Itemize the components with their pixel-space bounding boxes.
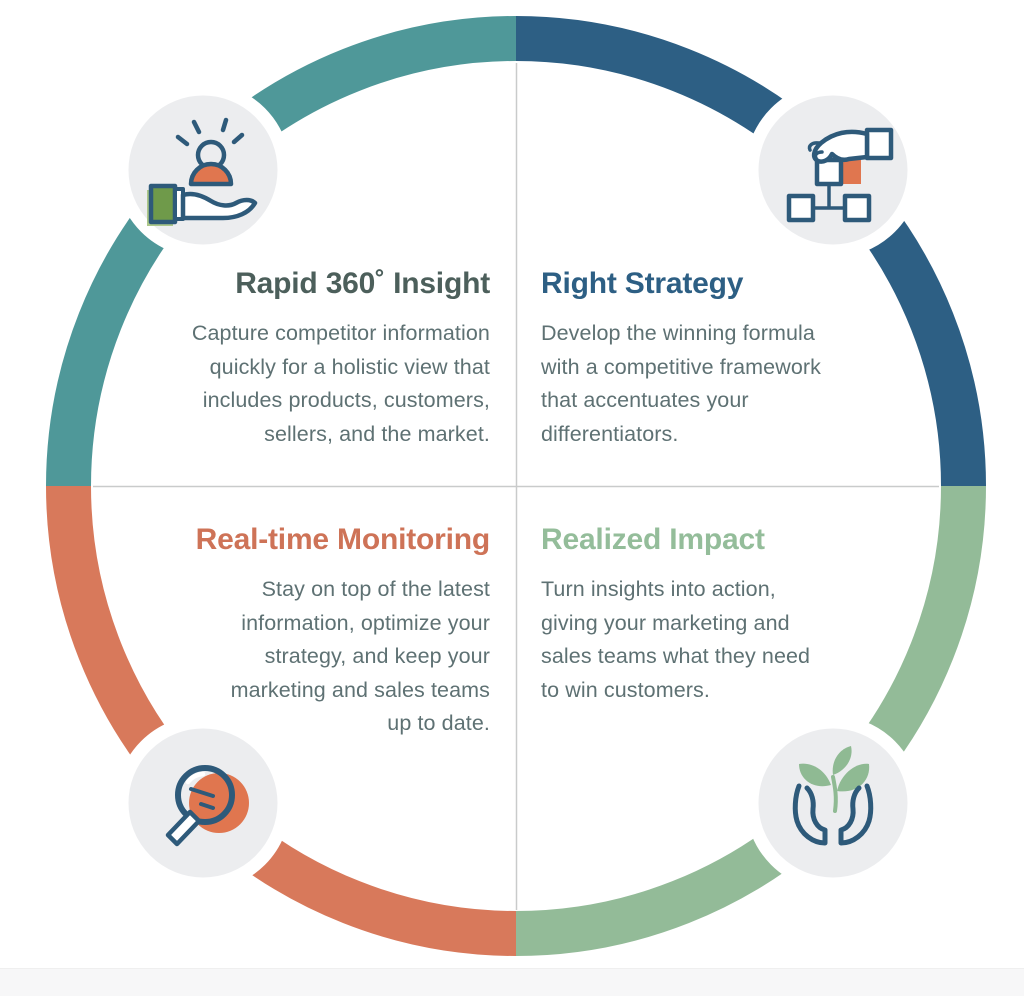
quadrant-realized-impact: Realized Impact Turn insights into actio… [541, 522, 901, 707]
bottom-section-strip [0, 968, 1024, 996]
quadrant-right-strategy: Right Strategy Develop the winning formu… [541, 266, 901, 451]
hand-placing-block-icon [786, 127, 894, 223]
quadrant-title: Rapid 360˚ Insight [235, 267, 490, 300]
magnifier-icon [165, 765, 249, 847]
quadrant-real-time-monitoring: Real-time Monitoring Stay on top of the … [150, 522, 491, 741]
quadrant-rapid-insight: Rapid 360˚ Insight Capture competitor in… [140, 266, 490, 451]
quadrant-description: Develop the winning formula with a compe… [541, 321, 822, 446]
hands-holding-plant-icon [792, 746, 874, 846]
quadrant-title: Right Strategy [541, 267, 744, 300]
person-spotlight-in-hand-icon [147, 117, 258, 226]
icon-badge-realized-impact [745, 715, 921, 891]
quadrant-title: Real-time Monitoring [195, 523, 491, 556]
quadrant-description: Turn insights into action, giving your m… [541, 577, 811, 702]
quadrant-title: Realized Impact [541, 523, 765, 556]
quadrant-description: Stay on top of the latest information, o… [230, 577, 490, 736]
quadrant-description: Capture competitor information quickly f… [191, 321, 490, 446]
